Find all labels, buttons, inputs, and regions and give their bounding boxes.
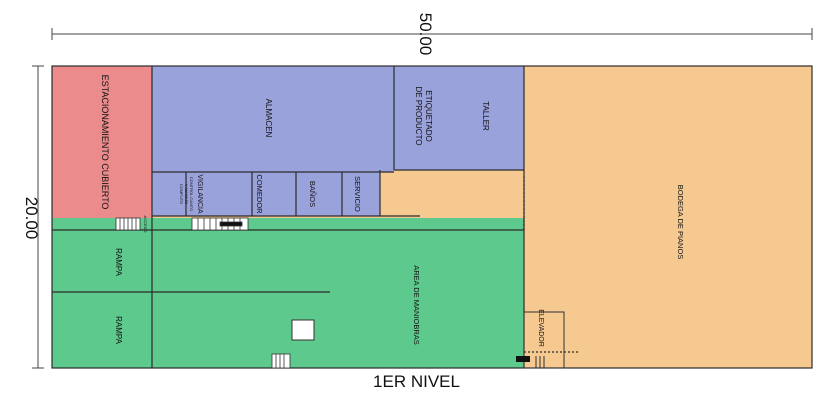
label-maniobras: AREA DE MANIOBRAS <box>412 265 421 345</box>
label-elevador: ELEVADOR <box>537 309 544 347</box>
zone-bodega <box>524 66 812 368</box>
label-comedor: COMEDOR <box>255 174 264 214</box>
stairs-vigilancia <box>191 217 249 231</box>
label-vigilancia-note-1: CONTROL CANTO <box>189 177 194 211</box>
label-servicio: SERVICIO <box>353 176 362 212</box>
label-etiquetado-2: DE PRODUCTO <box>414 87 423 146</box>
label-almacen: ALMACEN <box>264 99 273 138</box>
dimension-height: 20.00 <box>22 65 44 369</box>
plan-title: 1ER NIVEL <box>373 372 460 391</box>
label-rampa-2: RAMPA <box>114 316 123 345</box>
label-taller: TALLER <box>481 101 490 131</box>
label-banos: BAÑOS <box>308 181 317 207</box>
zone-etiquetado-taller <box>394 66 524 170</box>
label-etiquetado-1: ETIQUETADO <box>424 90 433 141</box>
stairs-bottom <box>271 353 291 369</box>
label-rampa-1: RAMPA <box>114 248 123 277</box>
dimension-width: 50.00 <box>51 13 813 56</box>
dimension-height-label: 20.00 <box>22 197 41 240</box>
label-vigilancia-note-2: Y MANEJO <box>184 184 189 204</box>
label-estacionamiento: ESTACIONAMIENTO CUBIERTO <box>100 75 110 210</box>
label-vigilancia-note-3: COMPUTO <box>179 184 184 204</box>
dimension-width-label: 50.00 <box>416 13 435 56</box>
zone-maniobras <box>52 218 524 368</box>
elevator-shaft <box>516 311 565 369</box>
label-acceso: ACCESO <box>143 216 148 233</box>
label-bodega: BODEGA DE PIANOS <box>676 185 685 260</box>
stairs-acceso <box>115 217 141 231</box>
column-box <box>291 319 315 341</box>
zone-almacen <box>152 66 394 172</box>
zone-estacionamiento <box>52 66 152 218</box>
label-vigilancia: VIGILANCIA <box>196 174 203 214</box>
